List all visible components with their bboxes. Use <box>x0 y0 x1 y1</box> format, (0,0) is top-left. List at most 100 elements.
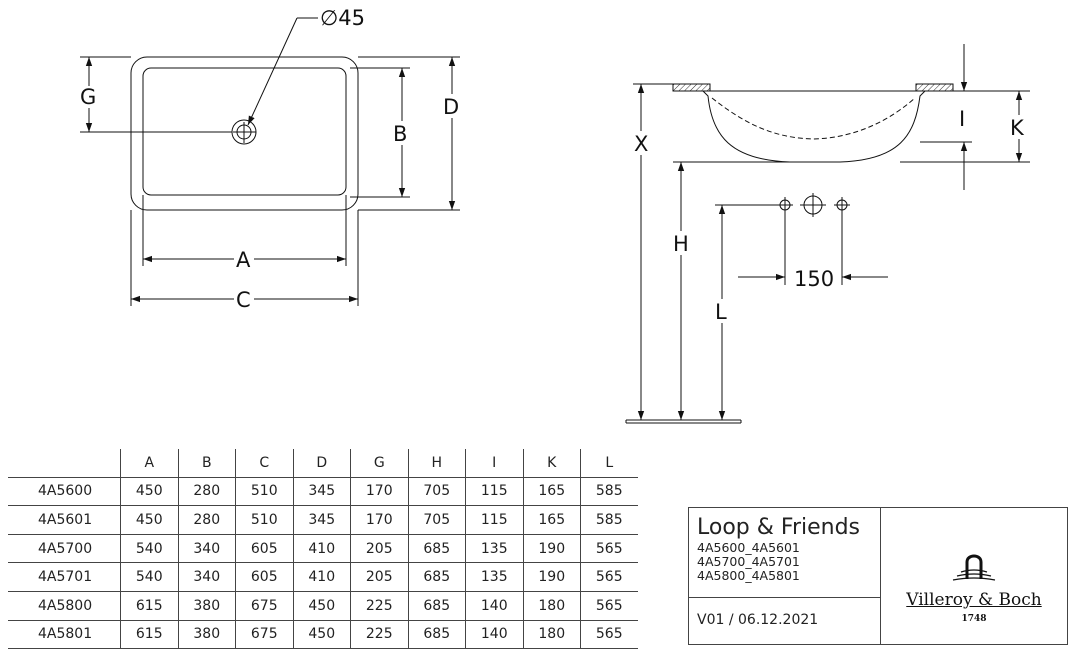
side-view <box>625 44 1030 424</box>
table-cell-g: 205 <box>350 562 408 592</box>
table-header-b: B <box>177 449 236 478</box>
basin-outer-outline <box>130 56 359 211</box>
table-cell-b: 280 <box>177 505 236 535</box>
table-cell-b: 340 <box>177 534 236 564</box>
table-cell-h: 705 <box>407 505 466 535</box>
table-cell-d: 450 <box>292 620 351 649</box>
table-cell-g: 170 <box>350 477 408 507</box>
dim-label-l: L <box>715 300 727 324</box>
table-cell-h: 685 <box>407 534 466 564</box>
table-cell-l: 565 <box>580 534 638 564</box>
table-header-row: A B C D G H I K L <box>8 449 638 478</box>
table-header-d: D <box>292 449 351 478</box>
table-header-l: L <box>580 449 638 478</box>
model-list: 4A5600_4A5601 4A5700_4A5701 4A5800_4A580… <box>697 541 800 583</box>
tap-hole-right-icon <box>834 197 850 213</box>
table-cell-i: 140 <box>465 620 523 649</box>
dim-label-h: H <box>673 232 689 256</box>
countertop-right <box>915 83 954 92</box>
table-cell-b: 380 <box>177 620 236 649</box>
table-cell-h: 705 <box>407 477 466 507</box>
title-block: Loop & Friends 4A5600_4A5601 4A5700_4A57… <box>688 507 1068 645</box>
table-cell-i: 140 <box>465 591 523 621</box>
model-line: 4A5800_4A5801 <box>697 568 800 583</box>
drain-leader-arrow <box>247 17 298 126</box>
table-cell-c: 675 <box>235 620 293 649</box>
table-cell-b: 280 <box>177 477 236 507</box>
model-line: 4A5700_4A5701 <box>697 554 800 569</box>
table-cell-model: 4A5600 <box>8 477 121 507</box>
table-cell-a: 540 <box>120 534 178 564</box>
table-cell-d: 345 <box>292 505 351 535</box>
table-cell-g: 170 <box>350 505 408 535</box>
drain-icon <box>231 119 257 145</box>
table-cell-d: 410 <box>292 562 351 592</box>
table-header-g: G <box>350 449 408 478</box>
table-cell-model: 4A5800 <box>8 591 121 621</box>
table-cell-l: 585 <box>580 477 638 507</box>
table-header-i: I <box>465 449 523 478</box>
dim-label-d: D <box>443 95 459 119</box>
table-cell-b: 380 <box>177 591 236 621</box>
table-cell-i: 115 <box>465 477 523 507</box>
version-date: V01 / 06.12.2021 <box>697 612 819 628</box>
countertop-left <box>672 83 711 92</box>
table-cell-c: 675 <box>235 591 293 621</box>
tap-spacing-label: 150 <box>794 267 834 291</box>
table-header-k: K <box>522 449 581 478</box>
table-cell-model: 4A5701 <box>8 562 121 592</box>
table-cell-a: 615 <box>120 591 178 621</box>
table-cell-k: 190 <box>522 534 581 564</box>
table-cell-l: 565 <box>580 562 638 592</box>
brand-name: Villeroy & Boch <box>906 590 1042 610</box>
table-cell-g: 205 <box>350 534 408 564</box>
table-cell-l: 585 <box>580 505 638 535</box>
table-corner-cell <box>8 449 121 478</box>
table-cell-c: 605 <box>235 562 293 592</box>
table-cell-i: 135 <box>465 534 523 564</box>
table-cell-h: 685 <box>407 620 466 649</box>
table-cell-d: 410 <box>292 534 351 564</box>
basin-section <box>701 90 927 163</box>
title-block-divider <box>689 597 880 598</box>
table-header-h: H <box>407 449 466 478</box>
dim-label-x: X <box>634 132 648 156</box>
table-cell-a: 450 <box>120 505 178 535</box>
table-cell-g: 225 <box>350 620 408 649</box>
table-cell-h: 685 <box>407 562 466 592</box>
table-cell-k: 180 <box>522 591 581 621</box>
table-cell-i: 115 <box>465 505 523 535</box>
table-cell-k: 165 <box>522 477 581 507</box>
table-cell-k: 180 <box>522 620 581 649</box>
table-header-c: C <box>235 449 293 478</box>
dim-label-b: B <box>393 122 407 146</box>
table-cell-l: 565 <box>580 620 638 649</box>
tap-hole-center-icon <box>800 193 826 217</box>
table-cell-g: 225 <box>350 591 408 621</box>
dim-label-g: G <box>80 85 96 109</box>
table-cell-c: 605 <box>235 534 293 564</box>
table-cell-d: 450 <box>292 591 351 621</box>
dim-label-k: K <box>1010 116 1025 140</box>
table-cell-a: 540 <box>120 562 178 592</box>
drain-diameter-label: ∅45 <box>320 6 365 30</box>
table-header-a: A <box>120 449 178 478</box>
table-cell-d: 345 <box>292 477 351 507</box>
model-line: 4A5600_4A5601 <box>697 540 800 555</box>
table-cell-a: 615 <box>120 620 178 649</box>
product-name: Loop & Friends <box>697 515 861 540</box>
table-cell-c: 510 <box>235 477 293 507</box>
table-cell-a: 450 <box>120 477 178 507</box>
table-cell-i: 135 <box>465 562 523 592</box>
table-cell-h: 685 <box>407 591 466 621</box>
table-cell-model: 4A5700 <box>8 534 121 564</box>
table-cell-c: 510 <box>235 505 293 535</box>
brand-logo-area: Villeroy & Boch 1748 <box>881 508 1067 644</box>
